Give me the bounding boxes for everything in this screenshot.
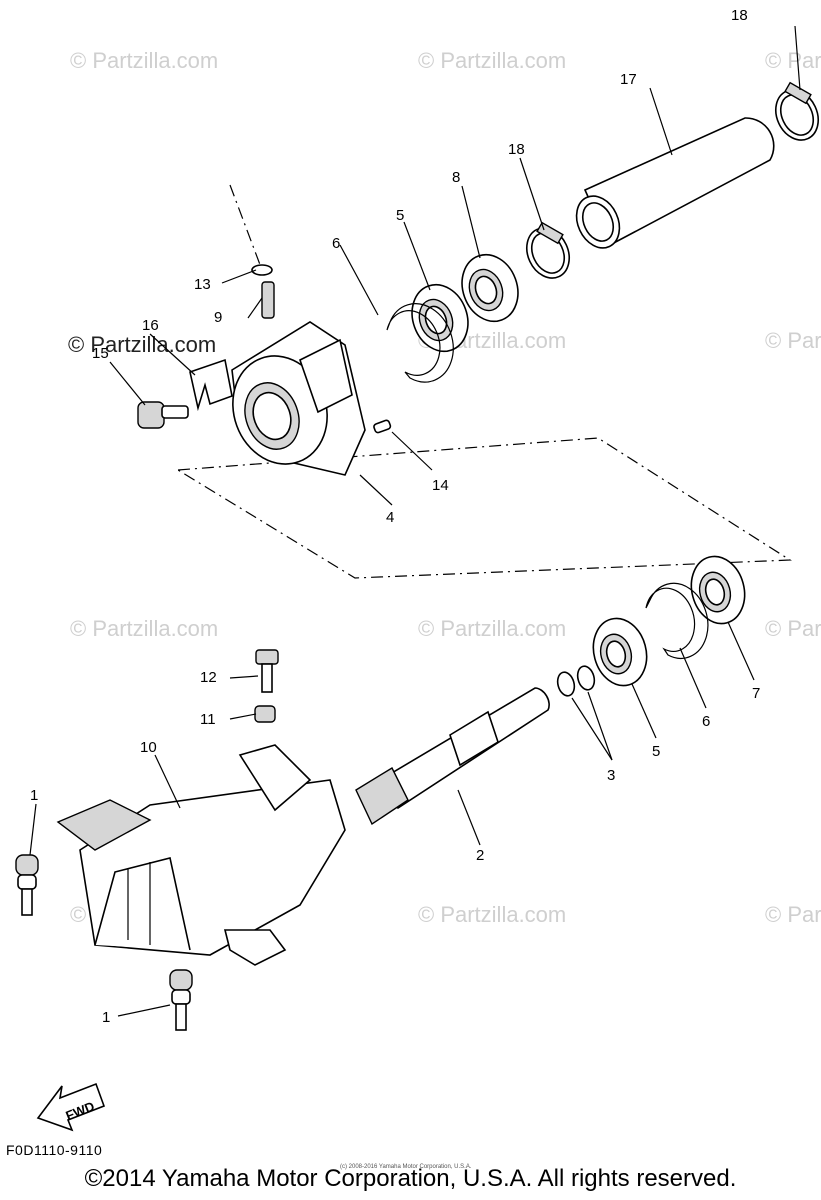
callout-7: 7 bbox=[752, 685, 760, 702]
watermark: © Partzilla.com bbox=[418, 48, 566, 73]
callout-8: 8 bbox=[452, 169, 460, 186]
copyright-notice: ©2014 Yamaha Motor Corporation, U.S.A. A… bbox=[84, 1165, 737, 1192]
grommet-part bbox=[15, 854, 39, 916]
callout-1: 1 bbox=[30, 787, 38, 804]
assembly-outline bbox=[176, 437, 792, 579]
callout-layer: 18 17 18 8 5 6 13 9 16 15 14 4 7 6 5 3 2… bbox=[30, 7, 760, 1026]
callout-12: 12 bbox=[200, 669, 217, 686]
grommet-part bbox=[169, 969, 193, 1031]
watermark: © Partzilla.com bbox=[68, 332, 216, 357]
watermark: © Partzilla.com bbox=[418, 616, 566, 641]
fine-print: (c) 2008-2016 Yamaha Motor Corporation, … bbox=[340, 1164, 472, 1170]
dowel-pin-part bbox=[373, 419, 392, 434]
circlip-part bbox=[645, 582, 709, 659]
watermark: © Partzilla.com bbox=[70, 616, 218, 641]
bearing-part bbox=[461, 253, 519, 323]
callout-3: 3 bbox=[607, 767, 615, 784]
fwd-arrow-icon: FWD bbox=[36, 1082, 106, 1132]
watermark: © Partzilla.com bbox=[418, 902, 566, 927]
collar-part bbox=[254, 705, 276, 723]
bearing-part bbox=[592, 617, 648, 687]
grease-line bbox=[229, 184, 263, 271]
watermark: © Partzilla.com bbox=[765, 902, 821, 927]
o-ring-part bbox=[576, 665, 596, 691]
callout-18: 18 bbox=[508, 141, 525, 158]
bolt-part bbox=[137, 401, 189, 429]
watermark: © Partzilla.com bbox=[765, 48, 821, 73]
callout-5: 5 bbox=[396, 207, 404, 224]
bearing-part bbox=[411, 283, 469, 353]
callout-16: 16 bbox=[142, 317, 159, 334]
callout-17: 17 bbox=[620, 71, 637, 88]
callout-18: 18 bbox=[731, 7, 748, 24]
callout-9: 9 bbox=[214, 309, 222, 326]
callout-1: 1 bbox=[102, 1009, 110, 1026]
callout-14: 14 bbox=[432, 477, 449, 494]
o-ring-part bbox=[556, 671, 576, 697]
circlip-part bbox=[386, 303, 454, 383]
callout-15: 15 bbox=[92, 345, 109, 362]
watermark: © Partzilla.com bbox=[765, 616, 821, 641]
drive-shaft-part bbox=[355, 687, 550, 826]
grease-fitting-part bbox=[261, 281, 275, 319]
hose-clip-part bbox=[251, 264, 273, 276]
callout-2: 2 bbox=[476, 847, 484, 864]
callout-6: 6 bbox=[702, 713, 710, 730]
watermark: © Partzilla.com bbox=[765, 328, 821, 353]
hose-clamp-part bbox=[775, 81, 819, 141]
callout-11: 11 bbox=[200, 711, 216, 728]
leader-lines bbox=[29, 25, 801, 1017]
bracket-part bbox=[189, 358, 233, 412]
callout-5: 5 bbox=[652, 743, 660, 760]
main-housing-part bbox=[56, 744, 346, 966]
hose-part bbox=[575, 117, 775, 249]
reference-code: F0D1110-9110 bbox=[6, 1142, 103, 1158]
hose-clamp-part bbox=[526, 221, 570, 279]
watermark: © Partzilla.com bbox=[70, 48, 218, 73]
callout-10: 10 bbox=[140, 739, 157, 756]
bearing-housing-part bbox=[231, 321, 366, 476]
bolt-part bbox=[255, 649, 279, 693]
callout-6: 6 bbox=[332, 235, 340, 252]
callout-4: 4 bbox=[386, 509, 394, 526]
callout-13: 13 bbox=[194, 276, 211, 293]
